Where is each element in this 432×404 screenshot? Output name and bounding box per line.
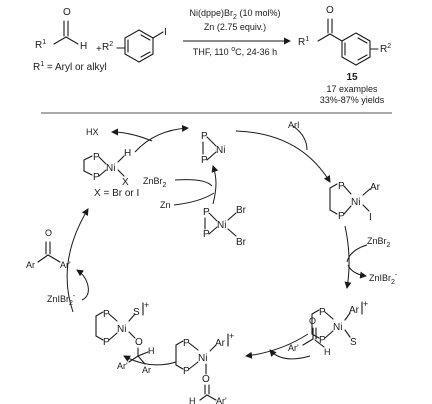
cationic-nickel-aryl-complex: P P Ni Ar S + bbox=[311, 299, 368, 348]
plus-sign: + bbox=[96, 44, 102, 55]
svg-text:Ni: Ni bbox=[351, 197, 360, 208]
svg-text:O: O bbox=[309, 316, 316, 326]
svg-text:I: I bbox=[369, 212, 372, 223]
cycle-arrow-oxidative-addition bbox=[235, 130, 331, 183]
svg-text:Ar: Ar bbox=[349, 305, 360, 316]
svg-text:H: H bbox=[324, 347, 331, 357]
product-r2-label: R2 bbox=[380, 43, 391, 55]
svg-text:S: S bbox=[350, 337, 357, 348]
activation-step: ZnBr2 Zn bbox=[143, 165, 219, 210]
svg-text:X: X bbox=[122, 177, 129, 188]
r1-definition: R1 = Aryl or alkyl bbox=[33, 61, 107, 73]
x-definition-label: X = Br or I bbox=[94, 188, 139, 199]
svg-text:Ni: Ni bbox=[117, 324, 126, 335]
znbr2-byproduct-label: ZnBr2 bbox=[143, 176, 167, 189]
aldehyde-o-label: O bbox=[63, 7, 71, 18]
catalyst-label: Ni(dppe)Br2 (10 mol%) bbox=[190, 8, 281, 21]
svg-text:O: O bbox=[135, 337, 143, 348]
ari-label: ArI bbox=[288, 120, 300, 130]
nickel-aryl-iodide-complex: P P Ni Ar I bbox=[329, 181, 381, 223]
svg-text:Ni: Ni bbox=[217, 220, 226, 231]
ketone-product-cycle: O Ar Ar' bbox=[26, 228, 71, 270]
svg-text:+: + bbox=[144, 300, 149, 310]
svg-text:P: P bbox=[338, 181, 345, 192]
aldehyde-reactant: O R1 H R1 = Aryl or alkyl bbox=[33, 7, 107, 73]
ketone-release-branch bbox=[76, 269, 89, 301]
svg-text:H: H bbox=[148, 346, 155, 356]
svg-text:+: + bbox=[363, 299, 368, 309]
svg-text:P: P bbox=[203, 229, 210, 240]
svg-text:H: H bbox=[189, 396, 196, 404]
aldehyde-r-label: R1 bbox=[35, 39, 46, 51]
svg-text:P: P bbox=[93, 152, 100, 163]
ni0-complex: P P Ni bbox=[201, 131, 225, 166]
svg-text:Ar': Ar' bbox=[117, 361, 128, 371]
svg-text:Ar': Ar' bbox=[288, 343, 299, 353]
svg-text:Ar: Ar bbox=[370, 182, 381, 193]
examples-count: 17 examples bbox=[326, 84, 378, 94]
zn-reductant-label: Zn bbox=[160, 200, 171, 210]
product-o-label: O bbox=[326, 5, 334, 16]
svg-text:P: P bbox=[103, 309, 110, 320]
nickel-alkoxide-complex: P P Ni S + O H Ar' Ar bbox=[95, 300, 155, 375]
svg-text:P: P bbox=[201, 155, 208, 166]
aldehyde-h-label: H bbox=[80, 41, 87, 52]
svg-text:Ar: Ar bbox=[215, 338, 226, 349]
reductant-label: Zn (2.75 equiv.) bbox=[204, 22, 266, 32]
aryl-iodide-reactant: I R2 bbox=[102, 27, 167, 63]
iodo-label: I bbox=[164, 27, 167, 38]
ketone-product: O R1 R2 15 17 examples 33%-87% yields bbox=[298, 5, 391, 105]
cycle-arrow-insertion bbox=[123, 355, 177, 366]
znibr2-exit-label: ZnIBr2- bbox=[369, 272, 398, 286]
ari-branch bbox=[292, 125, 308, 151]
znibr2-release-label: ZnIBr2- bbox=[47, 293, 76, 307]
product-number: 15 bbox=[346, 72, 358, 83]
znbr2-entry-branch bbox=[346, 244, 368, 263]
svg-text:+: + bbox=[229, 331, 234, 341]
svg-text:Ni: Ni bbox=[333, 322, 342, 333]
cycle-arrow-aldehyde-coordination bbox=[245, 333, 309, 359]
reaction-conditions: Ni(dppe)Br2 (10 mol%) Zn (2.75 equiv.) T… bbox=[183, 8, 291, 57]
svg-text:Ar: Ar bbox=[26, 260, 35, 270]
yield-range: 33%-87% yields bbox=[320, 95, 385, 105]
svg-text:P: P bbox=[319, 335, 326, 346]
svg-text:Ar': Ar' bbox=[60, 260, 71, 270]
svg-text:P: P bbox=[93, 172, 100, 183]
svg-text:P: P bbox=[201, 131, 208, 142]
aldehyde-reagent: Ar' O H bbox=[288, 316, 331, 357]
svg-text:S: S bbox=[133, 307, 140, 318]
cycle-arrow-beta-hydride bbox=[66, 208, 89, 313]
svg-text:Ni: Ni bbox=[198, 353, 207, 364]
svg-text:H: H bbox=[124, 148, 131, 159]
znibr2-exit-branch bbox=[347, 264, 367, 279]
svg-text:P: P bbox=[203, 207, 210, 218]
svg-text:O: O bbox=[202, 374, 210, 385]
svg-text:Ar': Ar' bbox=[216, 396, 227, 404]
svg-text:P: P bbox=[183, 338, 190, 349]
nickel-hydride-complex: X = Br or I P P Ni H X bbox=[83, 148, 139, 199]
nickel-aldehyde-complex: P P Ni Ar + O H Ar' bbox=[175, 331, 234, 404]
hx-branch bbox=[111, 128, 153, 142]
svg-text:P: P bbox=[103, 337, 110, 348]
conditions-label: THF, 110 oC, 24-36 h bbox=[193, 46, 277, 57]
svg-text:Ar: Ar bbox=[142, 365, 151, 375]
precatalyst-complex: P P Ni Br Br bbox=[203, 205, 247, 248]
aryl-r2-label: R2 bbox=[102, 41, 113, 53]
znbr2-entry-label: ZnBr2 bbox=[367, 236, 391, 249]
cycle-arrow-regeneration bbox=[134, 124, 189, 153]
product-r1-label: R1 bbox=[298, 36, 309, 48]
svg-text:O: O bbox=[45, 228, 52, 238]
svg-text:Ni: Ni bbox=[106, 163, 115, 174]
hx-label: HX bbox=[86, 127, 99, 137]
svg-text:P: P bbox=[319, 307, 326, 318]
svg-text:Br: Br bbox=[236, 205, 247, 216]
svg-text:P: P bbox=[338, 211, 345, 222]
svg-text:P: P bbox=[183, 366, 190, 377]
aldehyde-entry-branch bbox=[269, 349, 311, 360]
svg-text:Ni: Ni bbox=[216, 145, 225, 156]
svg-text:Br: Br bbox=[236, 237, 247, 248]
